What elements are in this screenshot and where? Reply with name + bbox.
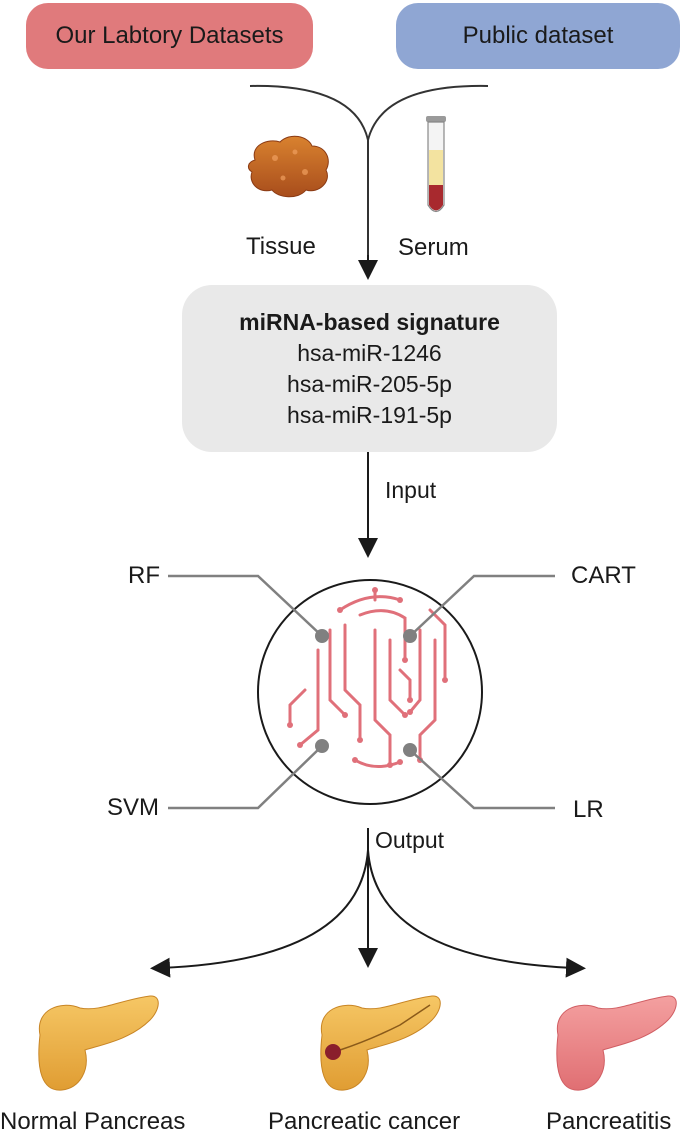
model-label-svm: SVM <box>107 794 160 821</box>
public-dataset-label: Public dataset <box>462 22 614 49</box>
output-branches <box>150 828 586 978</box>
circuit-fingerprint-icon <box>288 588 447 768</box>
outcome-pancreatitis-label: Pancreatitis <box>546 1108 672 1135</box>
lab-datasets-label: Our Labtory Datasets <box>55 22 284 49</box>
tissue-icon <box>247 135 329 198</box>
model-label-rf: RF <box>128 562 160 589</box>
signature-title: miRNA-based signature <box>239 308 500 335</box>
outcome-cancer-label: Pancreatic cancer <box>268 1108 461 1135</box>
pancreatic-cancer-icon <box>320 995 441 1091</box>
public-dataset-box: Public dataset <box>396 3 680 69</box>
lab-datasets-box: Our Labtory Datasets <box>26 3 313 69</box>
model-dots <box>315 629 417 757</box>
model-label-lr: LR <box>573 796 604 823</box>
tissue-label: Tissue <box>246 233 316 260</box>
serum-label: Serum <box>398 234 469 261</box>
serum-tube-icon <box>426 116 446 213</box>
output-label: Output <box>375 827 445 853</box>
pancreatitis-icon <box>556 995 677 1091</box>
model-label-cart: CART <box>571 562 636 589</box>
merge-connector <box>249 84 489 268</box>
circuit-nodes <box>287 587 448 768</box>
model-circle <box>257 579 483 805</box>
model-connectors <box>168 574 555 810</box>
mirna-item: hsa-miR-205-5p <box>287 370 452 397</box>
input-label: Input <box>385 477 437 503</box>
mirna-item: hsa-miR-191-5p <box>287 401 452 428</box>
mirna-item: hsa-miR-1246 <box>297 339 442 366</box>
outcome-normal-label: Normal Pancreas <box>0 1108 186 1135</box>
normal-pancreas-icon <box>38 995 159 1091</box>
mirna-signature-box: miRNA-based signature hsa-miR-1246 hsa-m… <box>182 285 557 452</box>
